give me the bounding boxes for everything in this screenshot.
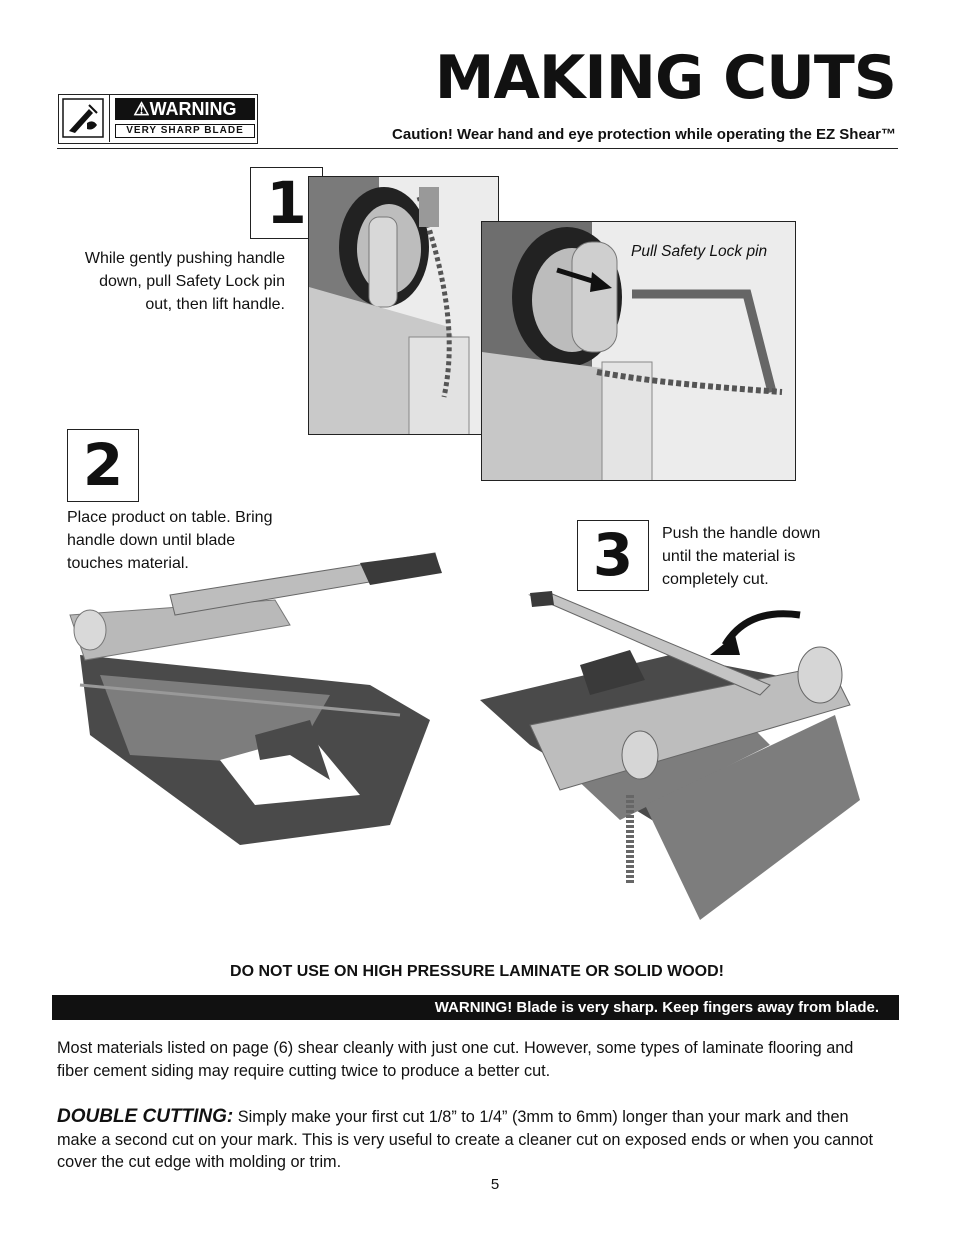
warning-label: ⚠WARNING VERY SHARP BLADE xyxy=(58,94,258,144)
double-cutting-label: DOUBLE CUTTING: xyxy=(57,1106,234,1127)
alert-triangle-icon: ⚠ xyxy=(133,99,150,119)
step-1-detail-photo xyxy=(481,221,796,481)
double-cutting-paragraph: DOUBLE CUTTING: Simply make your first c… xyxy=(57,1106,874,1171)
page-title: MAKING CUTS xyxy=(434,43,897,113)
single-cut-paragraph: Most materials listed on page (6) shear … xyxy=(57,1039,854,1080)
step-1-photo xyxy=(308,176,499,435)
step-2-number: 2 xyxy=(67,429,139,502)
blade-hand-icon xyxy=(59,95,110,142)
warning-banner: WARNING! Blade is very sharp. Keep finge… xyxy=(52,995,899,1020)
curved-arrow-icon xyxy=(705,605,805,665)
header-divider xyxy=(57,148,898,149)
material-notice: DO NOT USE ON HIGH PRESSURE LAMINATE OR … xyxy=(230,963,724,980)
shear-illustration-step-2 xyxy=(60,545,450,855)
step-3-text: Push the handle down until the material … xyxy=(662,525,821,588)
step-3-number: 3 xyxy=(577,520,649,591)
step-2-text: Place product on table. Bring handle dow… xyxy=(67,509,273,572)
warning-heading: ⚠WARNING xyxy=(115,98,255,120)
page-number: 5 xyxy=(490,1176,500,1193)
shear-illustration-step-3 xyxy=(470,585,865,920)
warning-subheading: VERY SHARP BLADE xyxy=(115,124,255,138)
caution-text: Caution! Wear hand and eye protection wh… xyxy=(392,126,896,143)
step-1-text: While gently pushing handle down, pull S… xyxy=(84,250,285,313)
pull-pin-callout: Pull Safety Lock pin xyxy=(631,243,768,260)
